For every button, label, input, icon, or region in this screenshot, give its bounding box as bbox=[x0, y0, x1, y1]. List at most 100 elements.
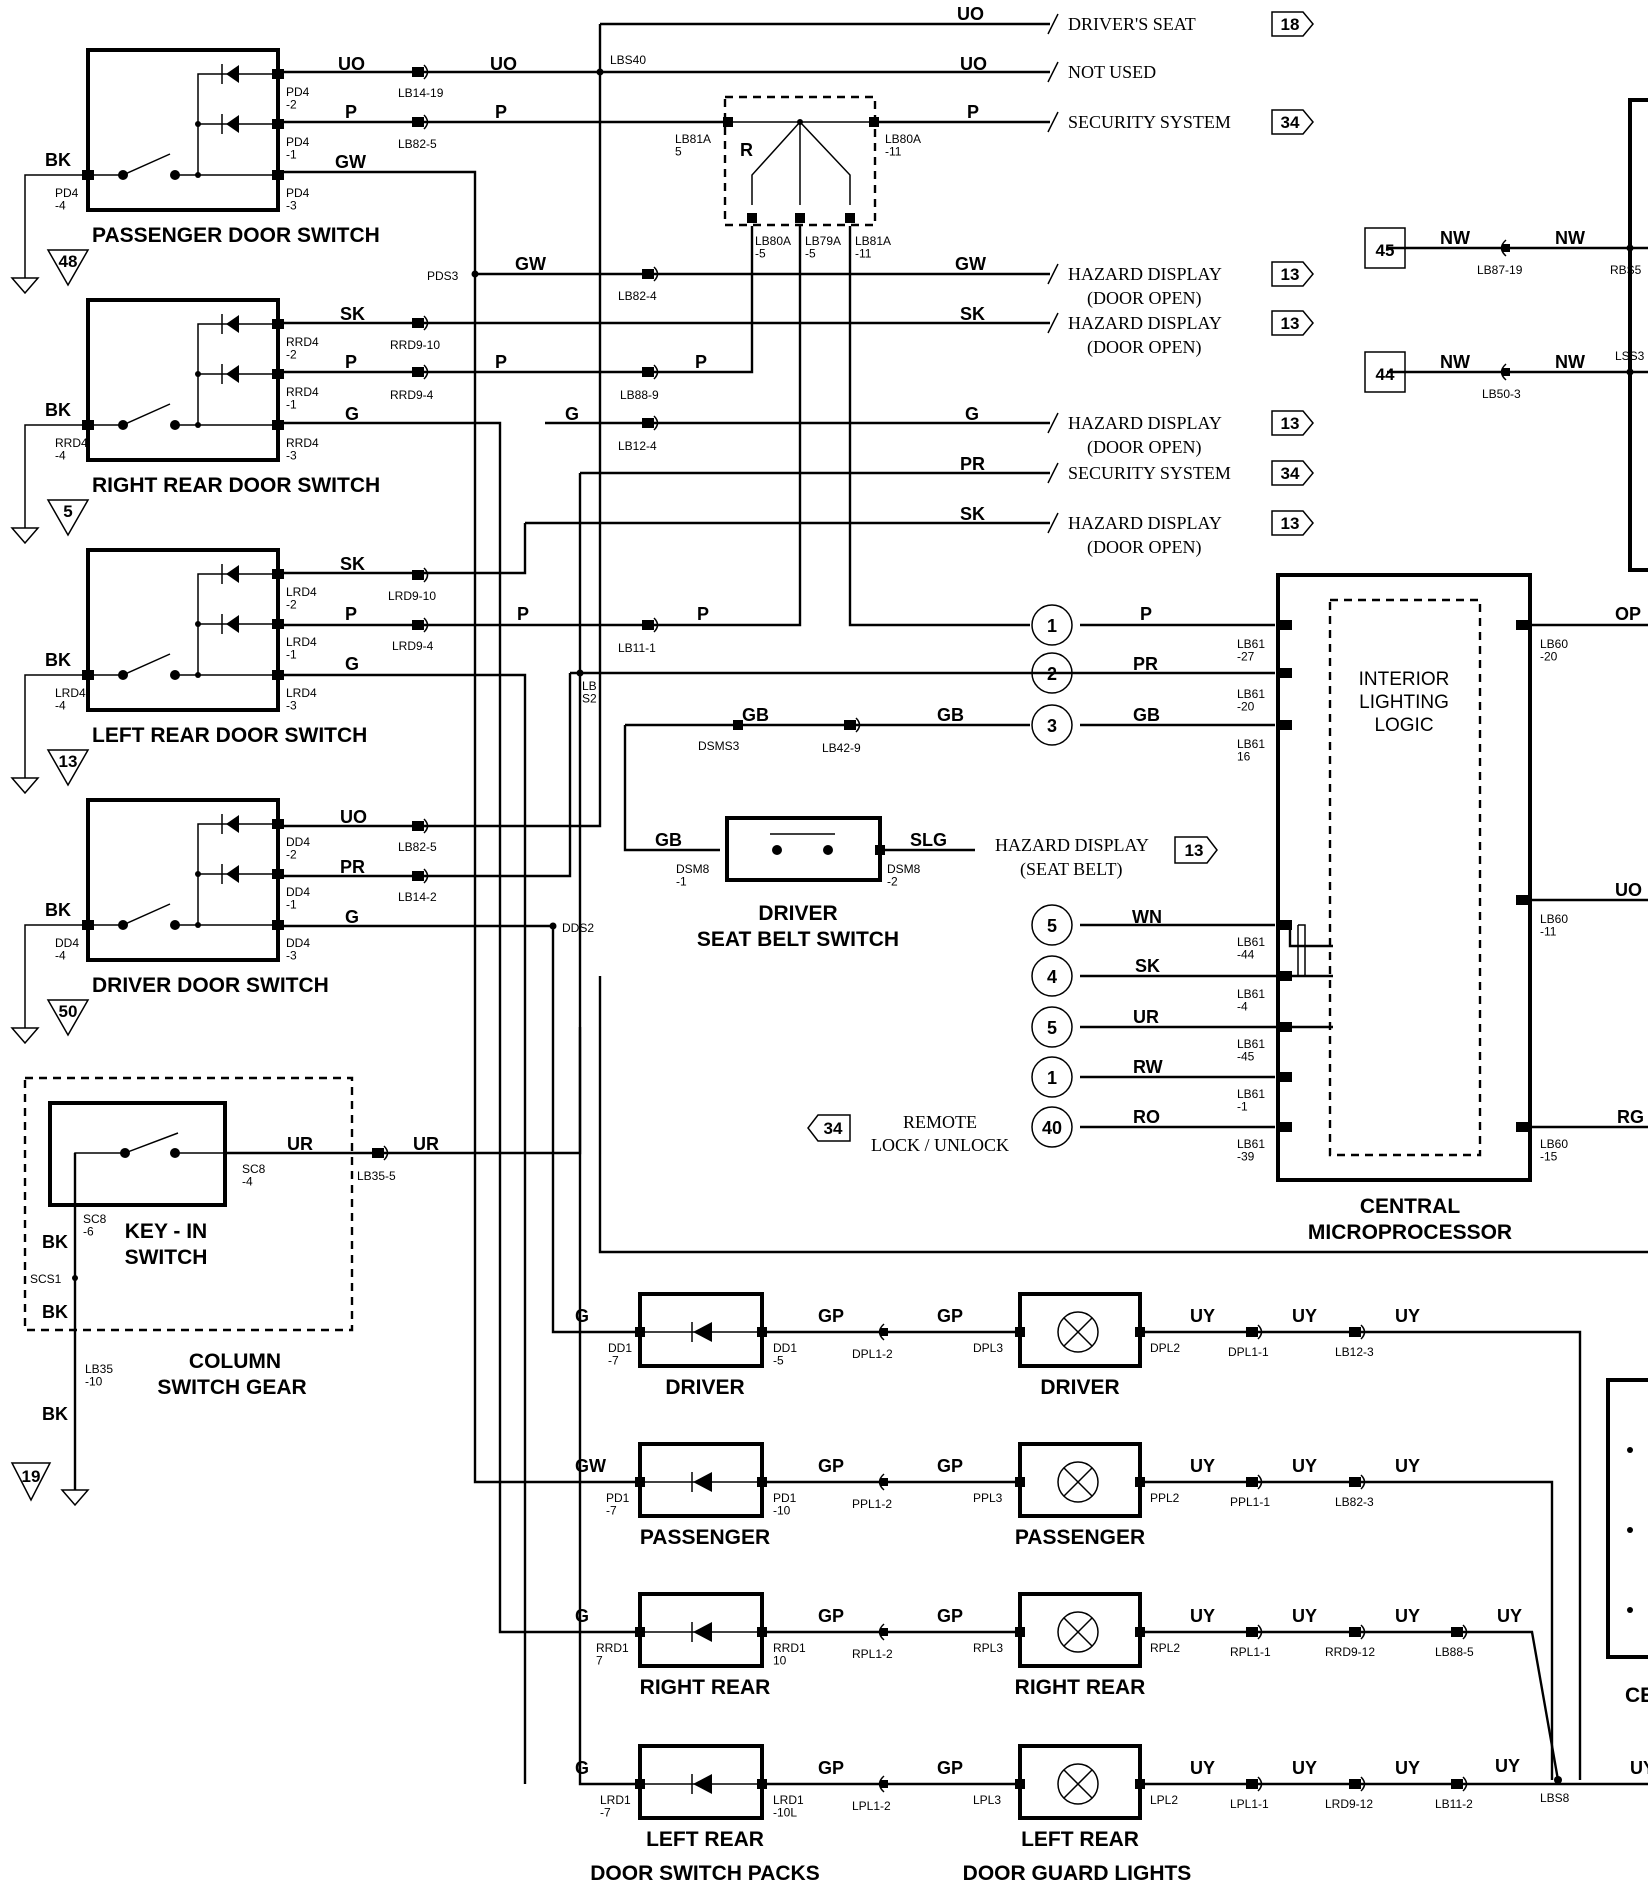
pack-lamp-title: LEFT REAR bbox=[1021, 1828, 1139, 1851]
connector-label: DPL3 bbox=[973, 1341, 1003, 1355]
connector-label: LB61-45 bbox=[1237, 1037, 1265, 1064]
connector-label: LB82-5 bbox=[398, 137, 437, 151]
connector-label: LB42-9 bbox=[822, 741, 861, 755]
connector-label: DPL1-2 bbox=[852, 1347, 893, 1361]
key-in-title2: SWITCH bbox=[125, 1246, 208, 1269]
connector-label: PPL1-1 bbox=[1230, 1495, 1270, 1509]
switch-title: LEFT REAR DOOR SWITCH bbox=[92, 724, 367, 747]
pin-label: DD4-1 bbox=[286, 885, 310, 912]
ground-ref-tag: 48 bbox=[59, 252, 78, 271]
pack-lamp-title: RIGHT REAR bbox=[1015, 1676, 1146, 1699]
connector-label: DPL1-1 bbox=[1228, 1345, 1269, 1359]
connector-label: LB61-39 bbox=[1237, 1137, 1265, 1164]
ground-ref-tag: 13 bbox=[59, 752, 78, 771]
wire-color-p: P bbox=[495, 352, 507, 372]
wire-color-ur: UR bbox=[287, 1134, 313, 1154]
wire-color-gw: GW bbox=[955, 254, 986, 274]
circle-number: 40 bbox=[1042, 1118, 1062, 1138]
wire-color-wn: WN bbox=[1132, 907, 1162, 927]
wire-color-sk: SK bbox=[960, 504, 985, 524]
connector-label: RPL1-1 bbox=[1230, 1645, 1271, 1659]
connector-label: PD1-10 bbox=[773, 1491, 797, 1518]
pin-label: LRD4-2 bbox=[286, 585, 317, 612]
connector-label: LSS3 bbox=[1615, 349, 1645, 363]
wire-color-gp: GP bbox=[937, 1306, 963, 1326]
connector-label: LB61-1 bbox=[1237, 1087, 1265, 1114]
wire-circle-7: 40 bbox=[1031, 1106, 1292, 1148]
ref-box-tag: 44 bbox=[1376, 365, 1395, 384]
wire-color-g: G bbox=[345, 404, 359, 424]
pin-label: RRD4-4 bbox=[55, 436, 88, 463]
circle-number: 1 bbox=[1047, 1068, 1057, 1088]
connector-label: LB60-15 bbox=[1540, 1137, 1568, 1164]
wire-color-gp: GP bbox=[937, 1456, 963, 1476]
destination-7: HAZARD DISPLAY(DOOR OPEN)13 bbox=[1047, 510, 1314, 558]
connector-label: LB61-27 bbox=[1237, 637, 1265, 664]
ref-tag: 34 bbox=[1281, 464, 1300, 483]
wire-color-uy: UY bbox=[1630, 1758, 1648, 1778]
wire-color-p: P bbox=[695, 352, 707, 372]
connector-label: LBS8 bbox=[1540, 1791, 1570, 1805]
seat-belt-dest-sub: (SEAT BELT) bbox=[1020, 859, 1123, 880]
wire-color-p: P bbox=[345, 604, 357, 624]
wires bbox=[73, 22, 1648, 1786]
ground-ref-tag: 19 bbox=[22, 1467, 41, 1486]
wire-color-uo: UO bbox=[338, 54, 365, 74]
switch-title: PASSENGER DOOR SWITCH bbox=[92, 224, 380, 247]
connector-label: LB11-2 bbox=[1435, 1797, 1473, 1811]
wire-color-uy: UY bbox=[1190, 1758, 1215, 1778]
connector-label: DSM8-1 bbox=[676, 862, 710, 889]
connector-label: LB35-5 bbox=[357, 1169, 396, 1183]
wire-color-uy: UY bbox=[1395, 1456, 1420, 1476]
wire-color-g: G bbox=[345, 654, 359, 674]
wire-labels: UYUYUYUOUOUOUOPPPGWGWGWSKSKPPPGGGPRSKSKP… bbox=[42, 4, 1648, 1792]
pin-label: RRD4-1 bbox=[286, 385, 319, 412]
wire-color-sk: SK bbox=[960, 304, 985, 324]
seat-belt-title1: DRIVER bbox=[758, 902, 837, 925]
connector-label: LRD1-10L bbox=[773, 1793, 804, 1820]
wire-color-bk: BK bbox=[45, 900, 71, 920]
pin-label: PD4-4 bbox=[55, 186, 79, 213]
circle-number: 2 bbox=[1047, 664, 1057, 684]
circle-number: 5 bbox=[1047, 916, 1057, 936]
wire-color-g: G bbox=[965, 404, 979, 424]
switch-title: RIGHT REAR DOOR SWITCH bbox=[92, 474, 380, 497]
connector-label: DSMS3 bbox=[698, 739, 740, 753]
connector-label: LPL3 bbox=[973, 1793, 1001, 1807]
wire-color-rw: RW bbox=[1133, 1057, 1163, 1077]
micro-title2: MICROPROCESSOR bbox=[1308, 1221, 1512, 1244]
connector-label: RBS5 bbox=[1610, 263, 1642, 277]
connector-label: LB79A-5 bbox=[805, 234, 841, 261]
connector-label: LB50-3 bbox=[1482, 387, 1521, 401]
wire-color-p: P bbox=[495, 102, 507, 122]
connector-label: LB61-20 bbox=[1237, 687, 1265, 714]
key-in-title1: KEY - IN bbox=[125, 1220, 207, 1243]
wire-color-ur: UR bbox=[413, 1134, 439, 1154]
remote-line2: LOCK / UNLOCK bbox=[871, 1135, 1009, 1155]
logic-line1: INTERIOR bbox=[1359, 669, 1450, 690]
pack-switch-title: LEFT REAR bbox=[646, 1828, 764, 1851]
wire-color-bk: BK bbox=[42, 1302, 68, 1322]
destination-5: HAZARD DISPLAY(DOOR OPEN)13 bbox=[1047, 410, 1314, 458]
relay-r-label: R bbox=[740, 140, 753, 160]
connector-label: DSM8-2 bbox=[887, 862, 921, 889]
pack-input-color: G bbox=[575, 1606, 589, 1626]
wire-color-rg: RG bbox=[1617, 1107, 1644, 1127]
connector-label: RRD9-12 bbox=[1325, 1645, 1375, 1659]
wire-circle-5: 5 bbox=[1031, 1006, 1292, 1048]
ref-tag: 34 bbox=[1281, 113, 1300, 132]
connector-label: LBS40 bbox=[610, 53, 646, 67]
pack-switch-title: DRIVER bbox=[665, 1376, 744, 1399]
connector-label: LPL2 bbox=[1150, 1793, 1178, 1807]
connector-label: SC8-4 bbox=[242, 1162, 266, 1189]
wire-color-pr: PR bbox=[960, 454, 985, 474]
